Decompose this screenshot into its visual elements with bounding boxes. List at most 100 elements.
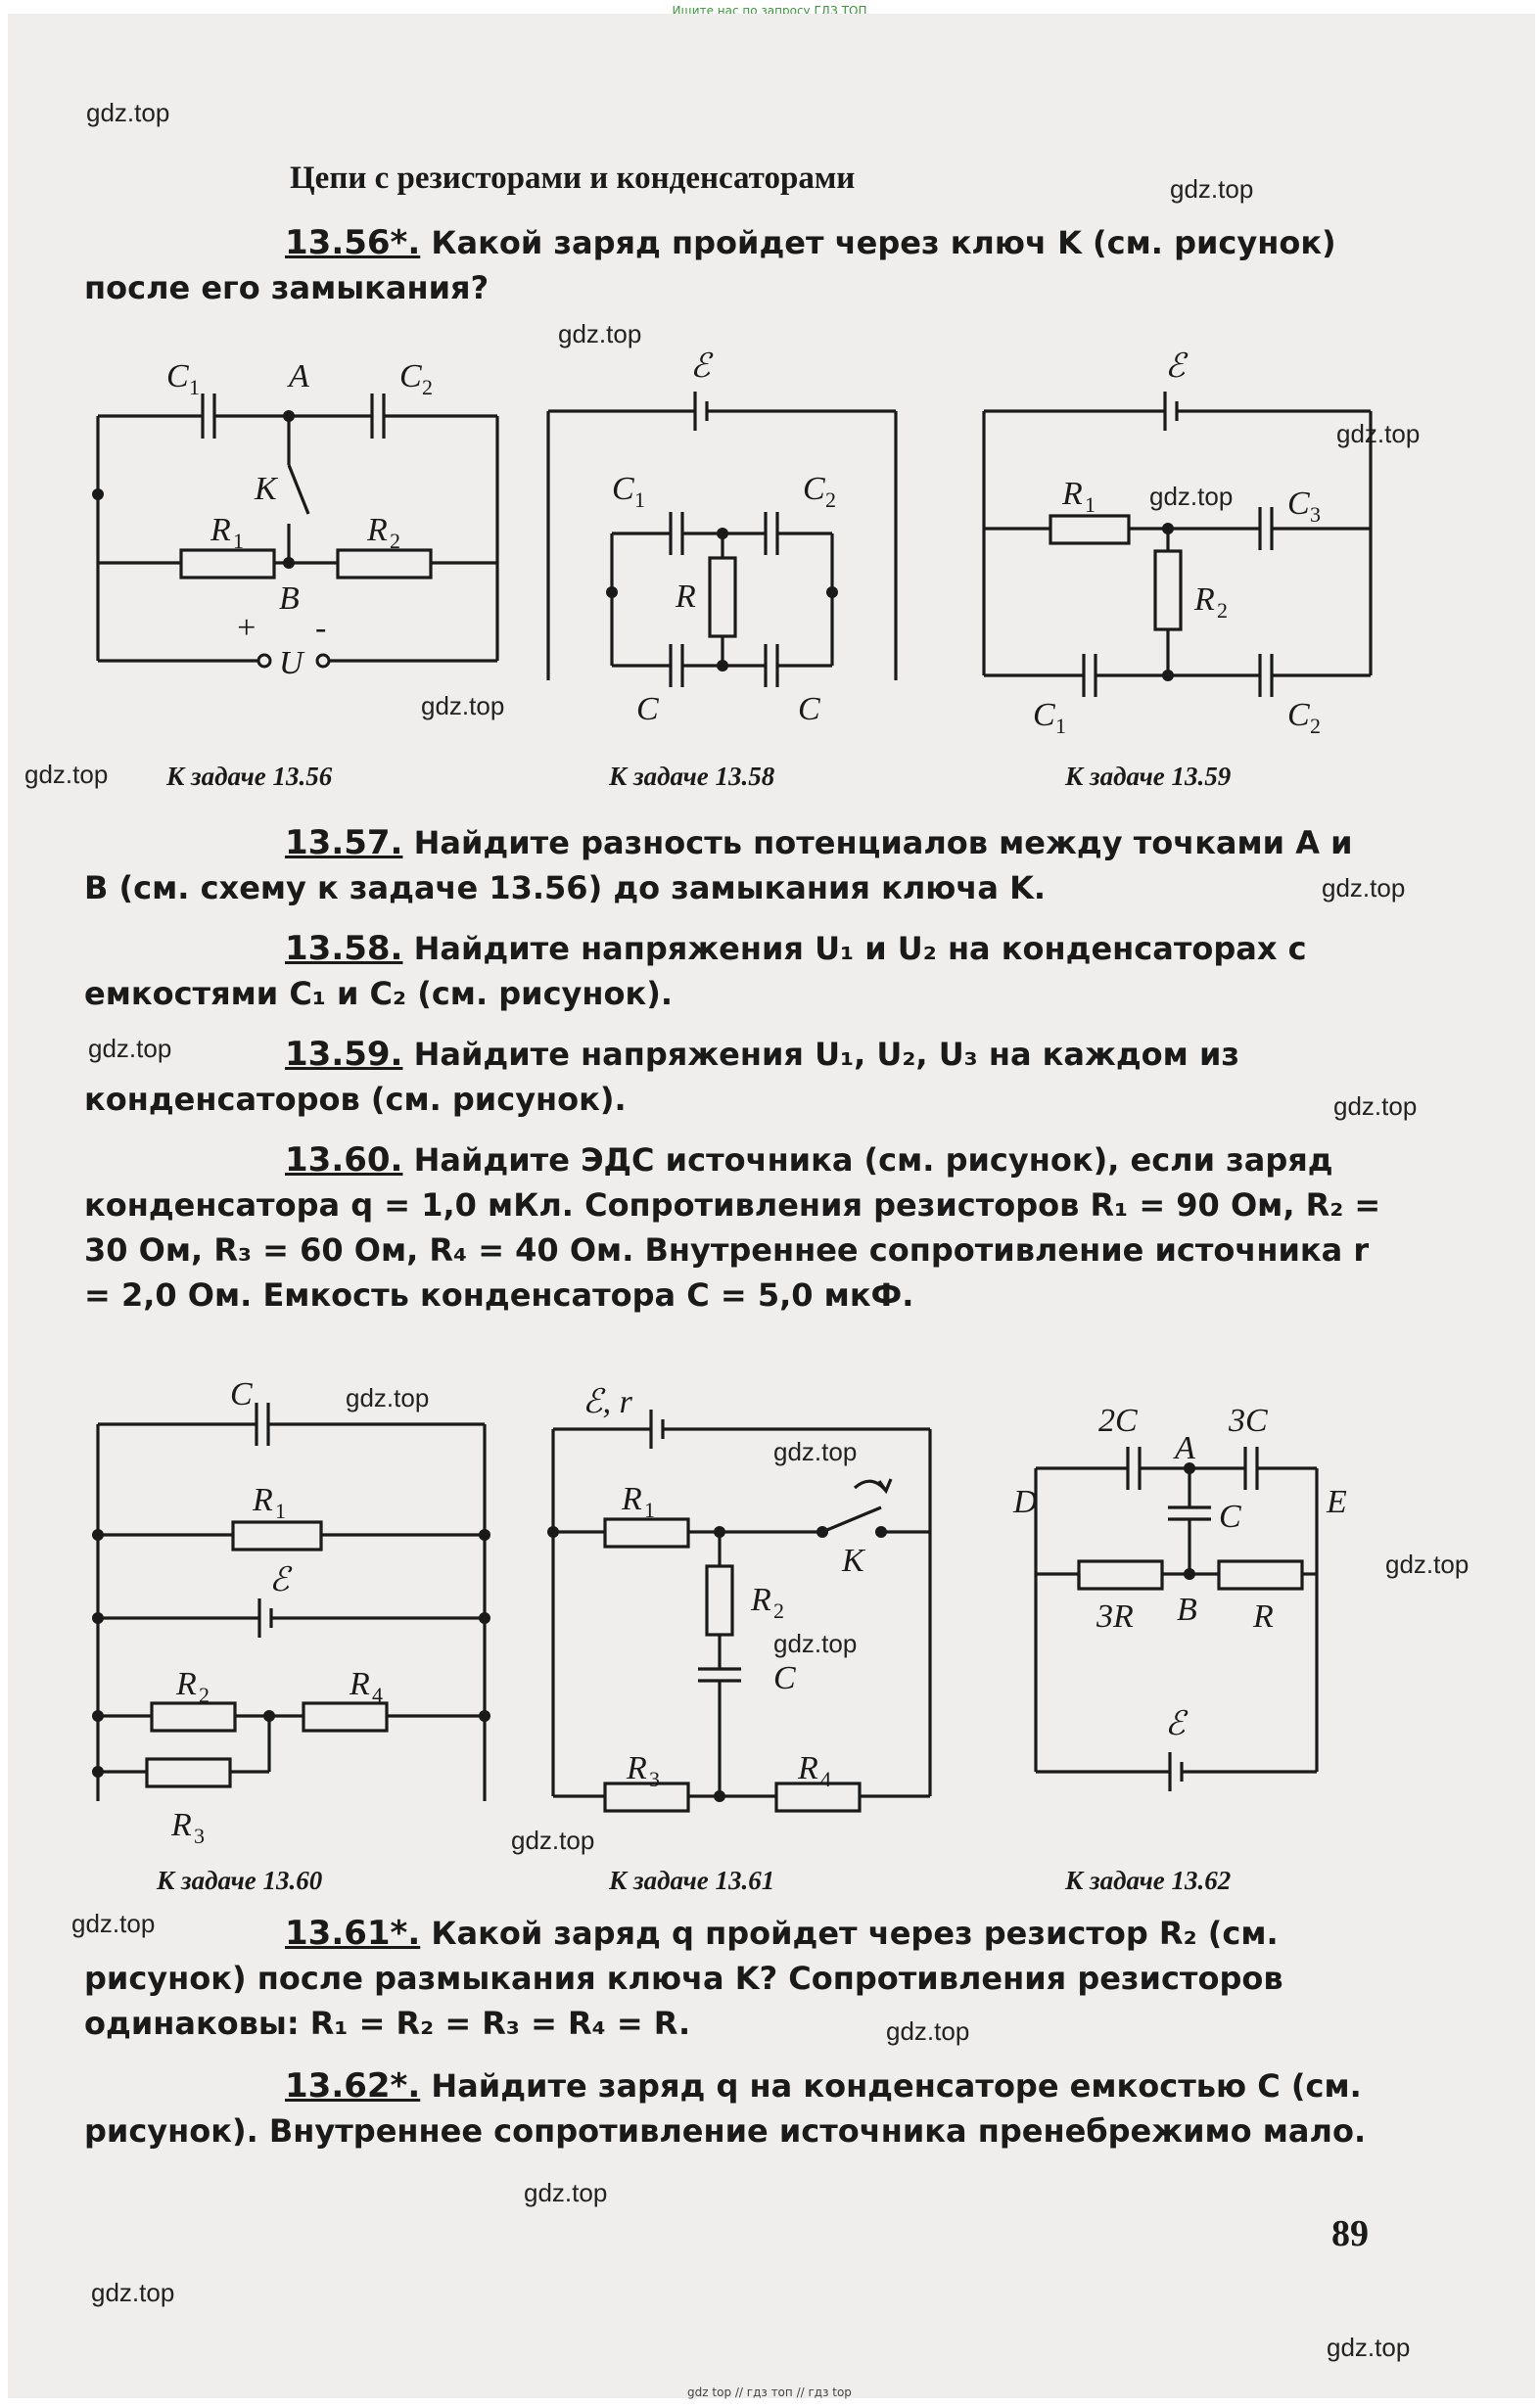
circuit-13-61: ℰ, r R 1 K R 2 C R 3 R 4 xyxy=(547,1384,932,1813)
emf-symbol: ℰ xyxy=(690,348,714,385)
label-R: R xyxy=(210,512,231,548)
label-A: A xyxy=(287,358,309,394)
watermark: gdz.top xyxy=(1149,482,1234,511)
caption-13-56: К задаче 13.56 xyxy=(166,762,333,791)
label-C: C xyxy=(1287,697,1310,733)
problem-text: Найдите напряжения U₁, U₂, U₃ на каждом … xyxy=(84,1036,1239,1118)
label-R: R xyxy=(1061,476,1083,512)
watermark: gdz.top xyxy=(524,2178,608,2207)
watermark: gdz.top xyxy=(24,760,109,789)
circuit-13-60: C R 1 ℰ R 2 R 4 R 3 xyxy=(92,1376,490,1848)
label-R: R xyxy=(252,1482,273,1518)
subscript: 1 xyxy=(634,487,645,512)
problem-number: 13.56*. xyxy=(285,223,421,262)
emf-r-symbol: ℰ, r xyxy=(583,1384,633,1420)
caption-13-59: К задаче 13.59 xyxy=(1065,762,1232,791)
problem-text: Какой заряд q пройдет через резистор R₂ … xyxy=(84,1915,1283,2042)
problem-text: Найдите заряд q на конденсаторе емкостью… xyxy=(84,2067,1367,2150)
subscript: 1 xyxy=(1055,714,1066,738)
label-R: R xyxy=(1193,581,1215,618)
watermark: gdz.top xyxy=(558,319,642,348)
problem-text: Найдите ЭДС источника (см. рисунок), есл… xyxy=(84,1141,1381,1314)
subscript: 3 xyxy=(1310,502,1321,527)
label-C: C xyxy=(636,691,659,727)
label-3C: 3C xyxy=(1228,1403,1268,1439)
problem-text: Найдите разность потенциалов между точка… xyxy=(84,824,1353,906)
page-number: 89 xyxy=(1331,2213,1369,2254)
label-C: C xyxy=(230,1376,253,1412)
label-R: R xyxy=(175,1666,197,1702)
subscript: 2 xyxy=(390,529,400,553)
problem-13-58: 13.58. Найдите напряжения U₁ и U₂ на кон… xyxy=(84,926,1386,1016)
problem-text: Какой заряд пройдет через ключ K (см. ри… xyxy=(84,224,1336,306)
label-R: R xyxy=(750,1582,771,1618)
label-C: C xyxy=(803,471,825,507)
watermark: gdz.top xyxy=(1385,1550,1469,1579)
problem-number: 13.59. xyxy=(285,1035,403,1074)
caption-13-62: К задаче 13.62 xyxy=(1065,1866,1232,1895)
circuit-13-56: C 1 A C 2 K R 1 R 2 B + - U xyxy=(92,358,499,681)
bottom-footer: gdz top // гдз топ // гдз top xyxy=(687,2385,852,2399)
watermark: gdz.top xyxy=(71,1909,156,1938)
plus-sign: + xyxy=(235,610,257,646)
label-U: U xyxy=(279,645,305,681)
problem-number: 13.62*. xyxy=(285,2066,421,2106)
label-K: K xyxy=(841,1543,866,1579)
watermark: gdz.top xyxy=(773,1629,858,1658)
label-K: K xyxy=(254,471,279,507)
circuit-13-62: 2C 3C A D E C 3R B R ℰ xyxy=(1012,1403,1347,1791)
watermark: gdz.top xyxy=(91,2278,175,2307)
label-C: C xyxy=(1287,486,1310,522)
subscript: 1 xyxy=(233,529,244,553)
watermark: gdz.top xyxy=(1336,419,1421,448)
label-C: C xyxy=(166,358,189,394)
label-R: R xyxy=(626,1750,647,1786)
label-C: C xyxy=(399,358,422,394)
caption-13-60: К задаче 13.60 xyxy=(157,1866,323,1895)
watermark: gdz.top xyxy=(88,1034,172,1063)
caption-13-61: К задаче 13.61 xyxy=(609,1866,775,1895)
problem-number: 13.58. xyxy=(285,929,403,968)
subscript: 4 xyxy=(820,1767,831,1791)
subscript: 2 xyxy=(773,1598,784,1623)
watermark: gdz.top xyxy=(1170,174,1254,204)
label-C: C xyxy=(798,691,820,727)
label-C: C xyxy=(612,471,634,507)
watermark: gdz.top xyxy=(1333,1091,1418,1121)
subscript: 2 xyxy=(1217,598,1228,623)
emf-symbol: ℰ xyxy=(1165,1706,1189,1742)
subscript: 2 xyxy=(422,375,433,399)
problem-13-57: 13.57. Найдите разность потенциалов межд… xyxy=(84,820,1386,910)
watermark: gdz.top xyxy=(421,691,505,720)
label-B: B xyxy=(1177,1592,1197,1628)
label-B: B xyxy=(279,580,300,617)
label-R: R xyxy=(1252,1598,1274,1635)
subscript: 2 xyxy=(199,1683,210,1707)
problem-13-59: 13.59. Найдите напряжения U₁, U₂, U₃ на … xyxy=(84,1032,1386,1122)
label-C: C xyxy=(773,1660,796,1696)
problem-13-60: 13.60. Найдите ЭДС источника (см. рисуно… xyxy=(84,1137,1386,1318)
emf-symbol: ℰ xyxy=(269,1562,293,1598)
subscript: 1 xyxy=(275,1499,286,1523)
watermark: gdz.top xyxy=(1327,2333,1411,2362)
problem-13-61: 13.61*. Какой заряд q пройдет через рези… xyxy=(84,1911,1386,2046)
emf-symbol: ℰ xyxy=(1165,348,1189,385)
watermark: gdz.top xyxy=(511,1826,595,1855)
label-2C: 2C xyxy=(1098,1403,1138,1439)
watermark: gdz.top xyxy=(1322,873,1406,903)
label-R: R xyxy=(675,579,696,615)
problem-number: 13.57. xyxy=(285,823,403,862)
subscript: 4 xyxy=(372,1683,383,1707)
problem-13-56: 13.56*. Какой заряд пройдет через ключ K… xyxy=(84,220,1386,310)
label-R: R xyxy=(797,1750,818,1786)
label-R: R xyxy=(366,512,388,548)
label-3R: 3R xyxy=(1096,1598,1134,1635)
subscript: 1 xyxy=(644,1498,655,1522)
problem-text: Найдите напряжения U₁ и U₂ на конденсато… xyxy=(84,930,1307,1012)
problem-number: 13.60. xyxy=(285,1140,403,1180)
subscript: 2 xyxy=(825,487,836,512)
watermark: gdz.top xyxy=(886,2016,970,2046)
subscript: 1 xyxy=(189,375,200,399)
circuit-13-58: ℰ C 1 C 2 R C C xyxy=(546,348,898,727)
subscript: 3 xyxy=(194,1824,205,1848)
